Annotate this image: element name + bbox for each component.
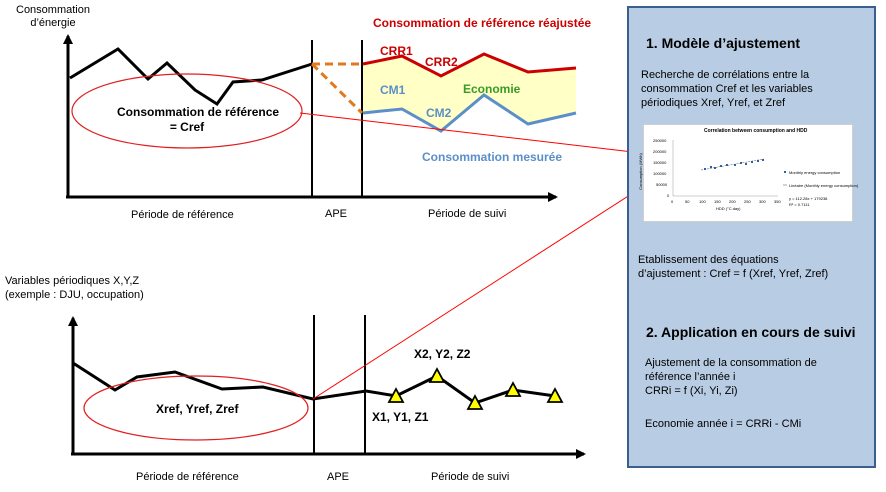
xtick: 100 <box>699 199 706 204</box>
reference-variables-label: Xref, Yref, Zref <box>156 402 239 416</box>
model-description-line3: périodiques Xref, Yref, et Zref <box>641 97 786 109</box>
legend-item-trend: Linéaire (Monthly energy consumption) <box>789 183 859 188</box>
explanation-panel <box>627 6 876 468</box>
economy-area <box>363 54 576 131</box>
xtick: 250 <box>744 199 751 204</box>
xtick: 350 <box>774 199 781 204</box>
data-point <box>734 164 736 166</box>
top-ape-label: APE <box>325 208 348 220</box>
correlation-chart-plot <box>672 140 787 197</box>
bottom-y-label-line2: (exemple : DJU, occupation) <box>5 289 144 301</box>
equations-description: Etablissement des équations d’ajustement… <box>638 253 828 281</box>
data-point <box>745 163 747 165</box>
reference-consumption-line2: = Cref <box>169 120 205 134</box>
model-description: Recherche de corrélations entre la conso… <box>641 68 813 110</box>
bottom-period-reference-label: Période de référence <box>136 471 239 483</box>
application-description-line2: référence l’année i <box>645 371 736 383</box>
crr2-label: CRR2 <box>425 55 458 69</box>
regression-r2: R² = 0.7111 <box>789 202 810 207</box>
regression-line <box>700 158 765 171</box>
ytick: 0 <box>667 193 670 198</box>
data-point <box>710 166 712 168</box>
legend-item-series: Monthly energy consumption <box>789 170 841 175</box>
top-reference-ellipse <box>71 73 303 149</box>
arrow-ref-to-model <box>299 112 643 158</box>
economy-formula: Economie année i = CRRi - CMi <box>645 418 802 430</box>
variable-marker <box>466 394 484 410</box>
data-point <box>720 165 722 167</box>
data-point <box>762 159 764 161</box>
crr1-label: CRR1 <box>380 44 413 58</box>
data-point <box>704 168 706 170</box>
model-title: 1. Modèle d’ajustement <box>646 35 801 51</box>
application-description: Ajustement de la consommation de référen… <box>645 356 817 398</box>
xtick: 300 <box>759 199 766 204</box>
ytick: 250000 <box>653 138 667 143</box>
reference-consumption-line <box>69 47 313 107</box>
regression-equation: y = 112.28x + 179238 <box>789 196 828 201</box>
cm-dashed-link <box>310 62 364 115</box>
ytick: 200000 <box>653 149 667 154</box>
variable-marker <box>546 387 564 403</box>
correlation-chart-ylabel: Consumption (MWh) <box>637 153 643 190</box>
adjusted-reference-line <box>362 52 577 78</box>
application-description-line3: CRRi = f (Xi, Yi, Zi) <box>645 385 738 397</box>
xtick: 0 <box>671 199 674 204</box>
equations-description-line2: d’ajustement : Cref = f (Xref, Yref, Zre… <box>638 268 829 280</box>
correlation-chart-title: Correlation between consumption and HDD <box>704 128 808 134</box>
equations-description-line1: Etablissement des équations <box>638 254 779 266</box>
economy-label: Economie <box>463 82 521 96</box>
legend-marker <box>784 171 786 173</box>
bottom-y-label-line1: Variables périodiques X,Y,Z <box>5 275 140 287</box>
bottom-y-label: Variables périodiques X,Y,Z (exemple : D… <box>5 274 144 302</box>
adjusted-reference-title: Consommation de référence réajustée <box>373 16 592 30</box>
top-y-label-line2: d’énergie <box>30 17 76 29</box>
ytick: 50000 <box>656 182 668 187</box>
cm2-label: CM2 <box>426 106 452 120</box>
ytick: 150000 <box>653 160 667 165</box>
application-description-line1: Ajustement de la consommation de <box>645 357 817 369</box>
model-description-line2: consommation Cref et les variables <box>641 83 813 95</box>
bottom-reference-ellipse <box>83 375 309 441</box>
variable-marker <box>387 387 405 403</box>
measured-consumption-line <box>362 93 577 133</box>
reference-consumption-label: Consommation de référence = Cref <box>117 105 280 135</box>
xtick: 200 <box>729 199 736 204</box>
bottom-ape-label: APE <box>327 471 350 483</box>
top-y-label: Consommation d’énergie <box>8 4 98 30</box>
x2-label: X2, Y2, Z2 <box>414 347 471 361</box>
arrow-vars-to-model <box>312 189 638 400</box>
model-description-line1: Recherche de corrélations entre la <box>641 69 810 81</box>
measured-consumption-label: Consommation mesurée <box>422 150 563 164</box>
data-point <box>726 164 728 166</box>
data-point <box>757 160 759 162</box>
variable-marker <box>504 381 522 397</box>
variable-markers <box>387 367 564 410</box>
top-period-suivi-label: Période de suivi <box>428 208 507 220</box>
top-period-reference-label: Période de référence <box>131 209 234 221</box>
application-title: 2. Application en cours de suivi <box>646 324 856 340</box>
cm1-label: CM1 <box>380 83 406 97</box>
xtick: 150 <box>714 199 721 204</box>
ytick: 100000 <box>653 171 667 176</box>
data-point <box>714 167 716 169</box>
data-point <box>740 162 742 164</box>
reference-consumption-line1: Consommation de référence <box>117 105 280 119</box>
data-point <box>751 161 753 163</box>
data-points <box>704 159 764 170</box>
correlation-chart: Correlation between consumption and HDD … <box>638 124 858 222</box>
bottom-period-suivi-label: Période de suivi <box>431 471 510 483</box>
xtick: 50 <box>685 199 690 204</box>
top-y-label-line1: Consommation <box>16 4 90 16</box>
correlation-chart-xlabel: HDD (°C.day) <box>716 206 741 211</box>
variable-marker <box>428 367 446 383</box>
x1-label: X1, Y1, Z1 <box>372 410 429 424</box>
